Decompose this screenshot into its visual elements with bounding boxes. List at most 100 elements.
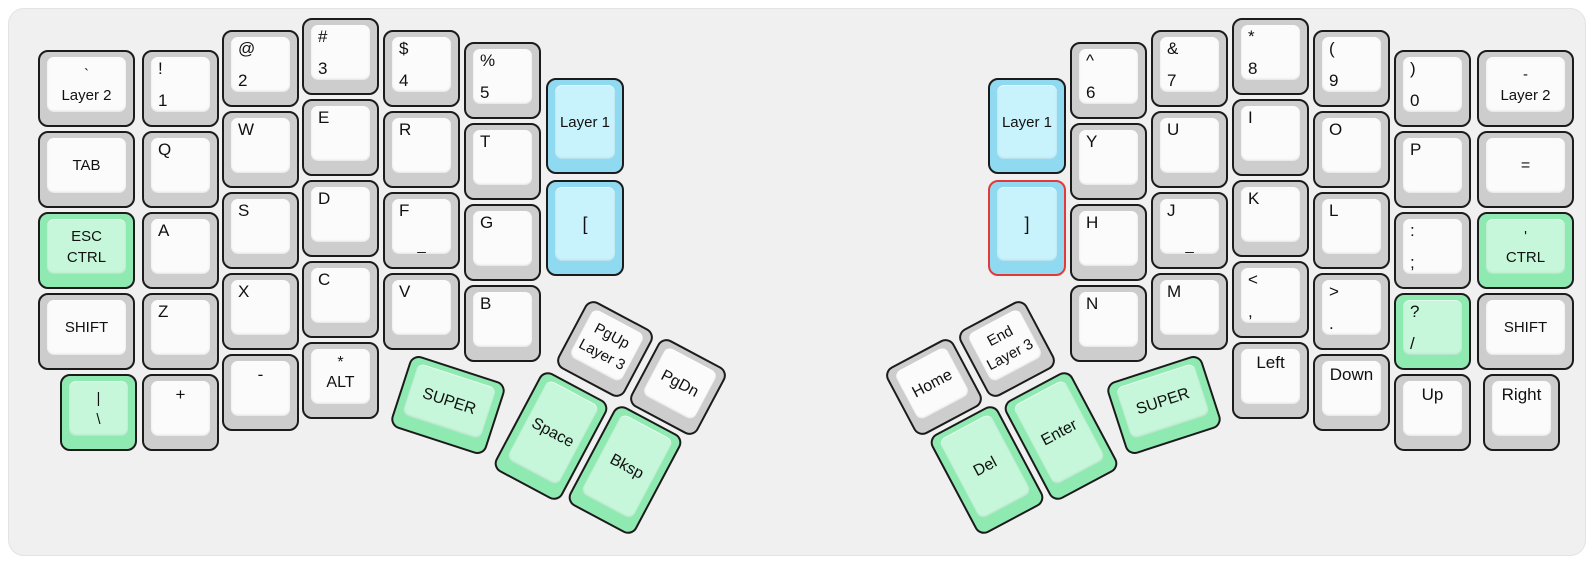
key-f[interactable]: F_ — [383, 192, 460, 269]
key-label: | — [96, 389, 101, 407]
key-label: J — [1167, 201, 1176, 220]
key-t[interactable]: T — [464, 123, 541, 200]
key-u[interactable]: U — [1151, 111, 1228, 188]
key-lbracket[interactable]: [ — [546, 180, 624, 276]
key-q[interactable]: Q — [142, 131, 219, 208]
key-label: R — [399, 120, 412, 139]
key-hash-3[interactable]: #3 — [302, 18, 379, 95]
key-n[interactable]: N — [1070, 285, 1147, 362]
key-label: S — [238, 201, 250, 220]
key-layer1-left[interactable]: Layer 1 — [546, 78, 624, 174]
key-excl-1[interactable]: !1 — [142, 50, 219, 127]
key-p[interactable]: P — [1394, 131, 1471, 208]
key-super-left[interactable]: SUPER — [388, 353, 508, 457]
key-plus[interactable]: + — [142, 374, 219, 451]
key-pipe-backslash[interactable]: |\ — [60, 374, 137, 451]
key-k[interactable]: K — [1232, 180, 1309, 257]
key-label: Up — [1421, 385, 1444, 404]
key-minus[interactable]: - — [222, 354, 299, 431]
key-grave-layer2[interactable]: `Layer 2 — [38, 50, 135, 127]
key-label: C — [318, 270, 331, 289]
key-lt-comma[interactable]: <, — [1232, 261, 1309, 338]
keycap-top: -Layer 2 — [1486, 57, 1565, 112]
key-label: , — [1248, 302, 1253, 321]
keycap-top: Y — [1079, 130, 1138, 185]
key-question-slash[interactable]: ?/ — [1394, 293, 1471, 370]
key-rparen-0[interactable]: )0 — [1394, 50, 1471, 127]
keycap-top: C — [311, 268, 370, 323]
key-dollar-4[interactable]: $4 — [383, 30, 460, 107]
key-label: CTRL — [66, 248, 107, 266]
key-label: Enter — [1038, 415, 1080, 449]
key-z[interactable]: Z — [142, 293, 219, 370]
key-esc-ctrl[interactable]: ESC CTRL — [38, 212, 135, 289]
keycap-top: Down — [1322, 361, 1381, 416]
keycap-top: `Layer 2 — [47, 57, 126, 112]
key-label: ^ — [1086, 51, 1094, 70]
key-w[interactable]: W — [222, 111, 299, 188]
key-equals[interactable]: = — [1477, 131, 1574, 208]
key-tab[interactable]: TAB — [38, 131, 135, 208]
key-g[interactable]: G — [464, 204, 541, 281]
key-label: CTRL — [1505, 248, 1546, 266]
keycap-top: P — [1403, 138, 1462, 193]
key-label: ESC — [71, 227, 102, 245]
key-arrow-up[interactable]: Up — [1394, 374, 1471, 451]
key-label: Layer 2 — [1500, 86, 1551, 104]
key-label: 2 — [238, 71, 248, 90]
key-minus-layer2[interactable]: -Layer 2 — [1477, 50, 1574, 127]
key-r[interactable]: R — [383, 111, 460, 188]
key-arrow-left[interactable]: Left — [1232, 342, 1309, 419]
key-arrow-down[interactable]: Down — [1313, 354, 1390, 431]
key-v[interactable]: V — [383, 273, 460, 350]
key-o[interactable]: O — [1313, 111, 1390, 188]
key-layer1-right[interactable]: Layer 1 — [988, 78, 1066, 174]
key-caret-6[interactable]: ^6 — [1070, 42, 1147, 119]
key-e[interactable]: E — [302, 99, 379, 176]
key-label: D — [318, 189, 331, 208]
key-label: W — [238, 120, 255, 139]
key-h[interactable]: H — [1070, 204, 1147, 281]
key-m[interactable]: M — [1151, 273, 1228, 350]
key-y[interactable]: Y — [1070, 123, 1147, 200]
key-ast-8[interactable]: *8 — [1232, 18, 1309, 95]
key-at-2[interactable]: @2 — [222, 30, 299, 107]
key-shift-right[interactable]: SHIFT — [1477, 293, 1574, 370]
key-rbracket[interactable]: ] — [988, 180, 1066, 276]
keycap-top: U — [1160, 118, 1219, 173]
key-d[interactable]: D — [302, 180, 379, 257]
keycap-top: (9 — [1322, 37, 1381, 92]
key-i[interactable]: I — [1232, 99, 1309, 176]
keycap-top: #3 — [311, 25, 370, 80]
key-amp-7[interactable]: &7 — [1151, 30, 1228, 107]
keycap-top: *ALT — [311, 349, 370, 404]
key-super-right[interactable]: SUPER — [1104, 353, 1224, 457]
key-ast-alt[interactable]: *ALT — [302, 342, 379, 419]
key-shift-left[interactable]: SHIFT — [38, 293, 135, 370]
key-label: ALT — [326, 374, 355, 391]
key-j[interactable]: J_ — [1151, 192, 1228, 269]
key-gt-period[interactable]: >. — [1313, 273, 1390, 350]
key-l[interactable]: L — [1313, 192, 1390, 269]
key-lparen-9[interactable]: (9 — [1313, 30, 1390, 107]
key-label: Down — [1329, 365, 1374, 384]
key-x[interactable]: X — [222, 273, 299, 350]
key-pct-5[interactable]: %5 — [464, 42, 541, 119]
key-label: 3 — [318, 59, 328, 78]
key-quote-ctrl[interactable]: 'CTRL — [1477, 212, 1574, 289]
key-a[interactable]: A — [142, 212, 219, 289]
key-label: 8 — [1248, 59, 1258, 78]
keycap-top: TAB — [47, 138, 126, 193]
key-arrow-right[interactable]: Right — [1483, 374, 1560, 451]
key-label: 4 — [399, 71, 409, 90]
keycap-top: [ — [555, 187, 615, 261]
key-b[interactable]: B — [464, 285, 541, 362]
key-colon-semi[interactable]: :; — [1394, 212, 1471, 289]
key-label: Bksp — [607, 450, 647, 483]
key-label: . — [1329, 314, 1334, 333]
key-label: # — [318, 27, 328, 46]
key-c[interactable]: C — [302, 261, 379, 338]
key-s[interactable]: S — [222, 192, 299, 269]
key-label: ( — [1329, 39, 1335, 58]
